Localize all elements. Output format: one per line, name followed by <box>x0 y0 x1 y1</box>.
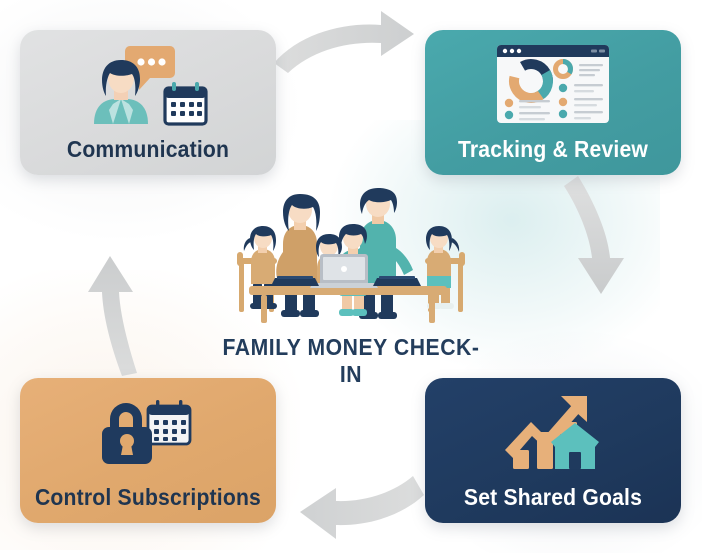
mother-figure <box>276 194 320 317</box>
text-line-group-right <box>579 64 603 77</box>
arrow-tracking-to-goals <box>564 176 624 294</box>
padlock-with-calendar-icon <box>102 400 192 464</box>
calendar-icon <box>146 400 192 446</box>
speech-bubble-icon <box>125 46 175 90</box>
card-label-set-shared-goals: Set Shared Goals <box>463 484 643 510</box>
person-avatar-icon <box>94 60 148 124</box>
growth-arrow-icon <box>505 396 587 458</box>
house-icon <box>551 423 599 469</box>
card-set-shared-goals[interactable]: Set Shared Goals <box>425 378 681 523</box>
family-at-table-with-laptops-illustration <box>237 188 465 323</box>
donut-chart-icon <box>509 59 553 103</box>
card-control-subscriptions[interactable]: Control Subscriptions <box>20 378 276 523</box>
card-tracking-review[interactable]: Tracking & Review <box>425 30 681 175</box>
child-girl-left-figure <box>243 226 277 309</box>
subscriptions-icon-group <box>20 378 276 486</box>
list-row-group <box>504 83 603 121</box>
card-label-tracking-review: Tracking & Review <box>457 136 649 162</box>
tracking-icon-group <box>425 30 681 138</box>
card-label-communication: Communication <box>66 136 230 162</box>
calendar-icon <box>163 82 208 126</box>
table-icon <box>249 286 447 323</box>
laptop-right-icon <box>373 276 421 286</box>
growth-arrow-bar-chart-and-house-icon <box>505 396 599 469</box>
small-donut-chart-icon <box>553 59 573 79</box>
card-communication[interactable]: Communication <box>20 30 276 175</box>
arrow-goals-to-subscriptions <box>300 476 424 539</box>
arrow-communication-to-tracking <box>274 11 414 73</box>
padlock-icon <box>102 403 152 464</box>
communication-icon-group <box>20 30 276 138</box>
center-caption: FAMILY MONEY CHECK-IN <box>222 334 480 387</box>
goals-icon-group <box>425 378 681 486</box>
dashboard-window-with-donut-chart-icon <box>497 45 609 123</box>
arrow-subscriptions-to-communication <box>88 256 137 376</box>
person-with-speech-bubble-and-calendar-icon <box>94 46 208 126</box>
card-label-control-subscriptions: Control Subscriptions <box>34 484 262 510</box>
laptop-left-icon <box>271 276 319 286</box>
laptop-center-icon <box>310 254 378 288</box>
